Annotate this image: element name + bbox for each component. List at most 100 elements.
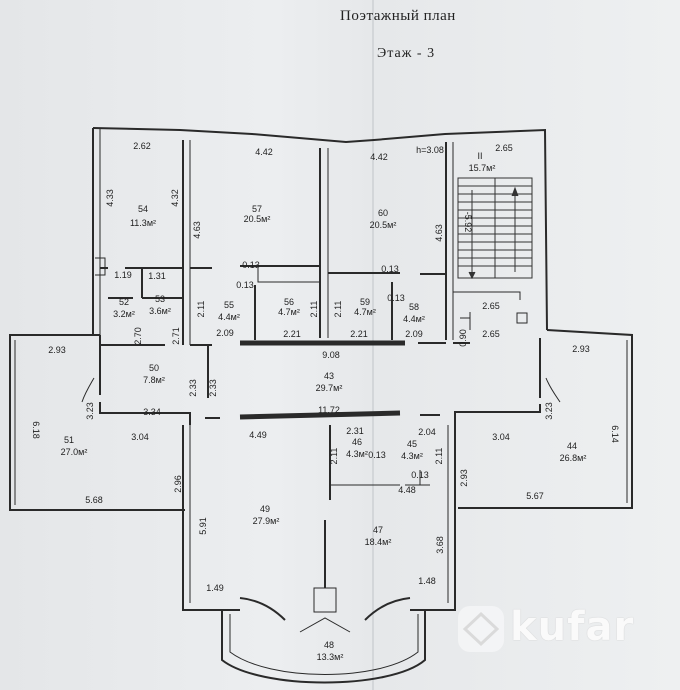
- dim-label: 2.09: [216, 328, 234, 338]
- dim-label: 4.63: [434, 224, 444, 242]
- dim-label: 2.11: [333, 301, 343, 318]
- room-48-area: 13.3м²: [317, 652, 344, 662]
- room-58-number: 58: [409, 302, 419, 312]
- dim-label: 0.13: [242, 260, 260, 270]
- room-43-area: 29.7м²: [316, 383, 343, 393]
- dim-label: 4.49: [249, 430, 267, 440]
- room-46-number: 46: [352, 437, 362, 447]
- room-56-area: 4.7м²: [278, 307, 300, 317]
- room-49-area: 27.9м²: [253, 516, 280, 526]
- wall-51-north: [99, 402, 191, 425]
- dim-label: 0.13: [236, 280, 254, 290]
- dim-label: 3.23: [85, 402, 95, 420]
- dim-label: 2.11: [309, 301, 319, 318]
- dim-label: 4.32: [170, 189, 180, 207]
- dim-label: 6.18: [31, 421, 41, 439]
- dim-label: 2.09: [405, 329, 423, 339]
- balcony-west: [9, 334, 185, 511]
- room-47-area: 18.4м²: [365, 537, 392, 547]
- room-59-area: 4.7м²: [354, 307, 376, 317]
- dim-label: 2.65: [482, 329, 500, 339]
- room-50-number: 50: [149, 363, 159, 373]
- dim-label: 3.23: [544, 402, 554, 420]
- room-55-number: 55: [224, 300, 234, 310]
- dim-label: 4.63: [192, 221, 202, 239]
- dim-label: h=3.08: [416, 145, 444, 155]
- wall-57-bottom: [190, 265, 320, 269]
- room-47-number: 47: [373, 525, 383, 535]
- dim-label: 4.42: [370, 152, 388, 162]
- dim-label: 0.90: [458, 329, 468, 347]
- dim-label: 2.93: [48, 345, 66, 355]
- room-45-number: 45: [407, 439, 417, 449]
- dim-label: 3.04: [492, 432, 510, 442]
- dim-label: 2.71: [171, 327, 181, 345]
- balcony-east: [458, 329, 633, 509]
- room-52-number: 52: [119, 297, 129, 307]
- room-57-number: 57: [252, 204, 262, 214]
- dim-label: 2.70: [133, 327, 143, 345]
- room-48-number: 48: [324, 640, 334, 650]
- room-58-area: 4.4м²: [403, 314, 425, 324]
- dim-label: 2.11: [434, 448, 444, 465]
- dim-label: 4.42: [255, 147, 273, 157]
- wall-north: [92, 127, 548, 331]
- dim-label: 2.11: [329, 448, 339, 465]
- room-44-area: 26.8м²: [560, 453, 587, 463]
- dim-label: 9.08: [322, 350, 340, 360]
- dim-label: 2.96: [173, 475, 183, 493]
- dim-label: 2.65: [495, 143, 513, 153]
- room-56-number: 56: [284, 297, 294, 307]
- wall-60-bottom: [328, 272, 446, 275]
- dim-label: 1.31: [148, 271, 166, 281]
- dim-label: 2.33: [208, 379, 218, 397]
- room-53-number: 53: [155, 294, 165, 304]
- dim-label: 5.68: [85, 495, 103, 505]
- dim-label: 2.21: [350, 329, 368, 339]
- dim-label: 2.04: [418, 427, 436, 437]
- wall-44-north: [454, 338, 541, 425]
- room-55-area: 4.4м²: [218, 312, 240, 322]
- room-53-area: 3.6м²: [149, 306, 171, 316]
- room-50-area: 7.8м²: [143, 375, 165, 385]
- dim-label: 2.21: [283, 329, 301, 339]
- dim-label: 0.13: [368, 450, 386, 460]
- dim-label: 0.13: [387, 293, 405, 303]
- room-46-area: 4.3м²: [346, 449, 368, 459]
- room-43-number: 43: [324, 371, 334, 381]
- room-II-number: II: [477, 151, 482, 161]
- dim-label: 5.67: [526, 491, 544, 501]
- dim-label: 4.33: [105, 189, 115, 207]
- room-59-number: 59: [360, 297, 370, 307]
- room-51-number: 51: [64, 435, 74, 445]
- room-57-area: 20.5м²: [244, 214, 271, 224]
- dim-label: 2.93: [459, 469, 469, 487]
- dim-label: 1.48: [418, 576, 436, 586]
- dim-label: 3.04: [131, 432, 149, 442]
- plan-title: Поэтажный план: [340, 8, 456, 24]
- floor-label: Этаж - 3: [377, 46, 436, 61]
- dim-label: 0.13: [381, 264, 399, 274]
- room-II-area: 15.7м²: [469, 163, 496, 173]
- dim-label: 4.48: [398, 485, 416, 495]
- wall-corridor-south: [239, 410, 401, 420]
- bay-window-48: [221, 610, 426, 684]
- kufar-logo-icon: [458, 606, 504, 652]
- dim-label: 5.91: [198, 517, 208, 535]
- room-54-area: 11.3м²: [130, 218, 156, 228]
- staircase: [457, 177, 533, 280]
- dim-label: 2.31: [346, 426, 364, 436]
- dim-label: -5.92: [463, 212, 473, 233]
- room-45-area: 4.3м²: [401, 451, 423, 461]
- dim-label: 0.13: [411, 470, 429, 480]
- wall-53: [141, 268, 183, 299]
- dim-label: 3.68: [435, 536, 445, 554]
- room-49-number: 49: [260, 504, 270, 514]
- dim-label: 2.11: [196, 301, 206, 318]
- dim-label: 11.72: [318, 405, 340, 415]
- watermark-text: kufar: [510, 604, 635, 650]
- dim-label: 3.34: [143, 407, 161, 417]
- dim-label: 2.93: [572, 344, 590, 354]
- dim-label: 1.49: [206, 583, 224, 593]
